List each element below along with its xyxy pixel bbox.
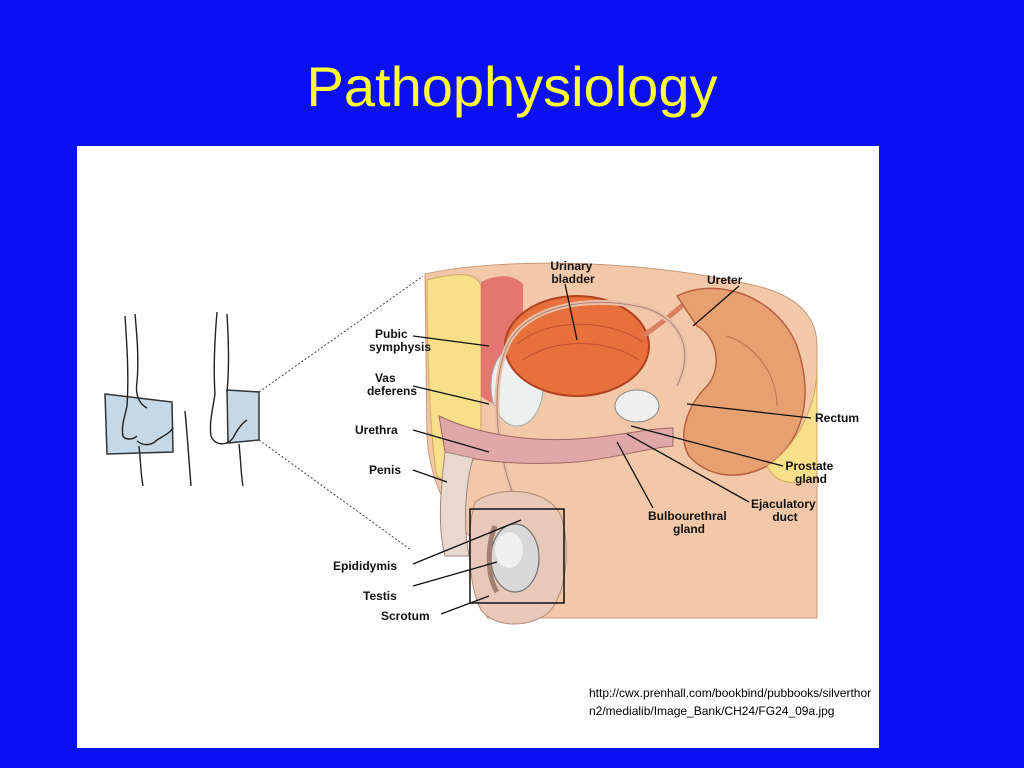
label-testis: Testis: [363, 589, 397, 603]
leader-lines: [412, 283, 812, 615]
label-ureter: Ureter: [707, 273, 743, 287]
label-rectum: Rectum: [815, 411, 859, 425]
label-penis: Penis: [369, 463, 401, 477]
label-urethra: Urethra: [355, 423, 398, 437]
body-outline-inset: [104, 275, 424, 551]
figure-source-caption: http://cwx.prenhall.com/bookbind/pubbook…: [589, 686, 872, 718]
label-urinary-bladder: Urinary bladder: [550, 259, 595, 286]
anatomy-figure: Urinary bladder Ureter Pubic symphysis V…: [77, 146, 879, 748]
label-scrotum: Scrotum: [381, 609, 430, 623]
label-vas-deferens: Vas deferens: [367, 371, 417, 398]
anatomy-illustration: Urinary bladder Ureter Pubic symphysis V…: [104, 259, 859, 625]
slide-title: Pathophysiology: [306, 55, 718, 118]
label-pubic-symphysis: Pubic symphysis: [369, 327, 431, 354]
label-bulbourethral-gland: Bulbourethral gland: [648, 509, 730, 536]
label-prostate-gland: Prostate gland: [785, 459, 836, 486]
label-epididymis: Epididymis: [333, 559, 397, 573]
pelvis-cross-section: [424, 262, 818, 625]
anatomy-labels: Urinary bladder Ureter Pubic symphysis V…: [333, 259, 859, 623]
label-ejaculatory-duct: Ejaculatory duct: [751, 497, 819, 524]
